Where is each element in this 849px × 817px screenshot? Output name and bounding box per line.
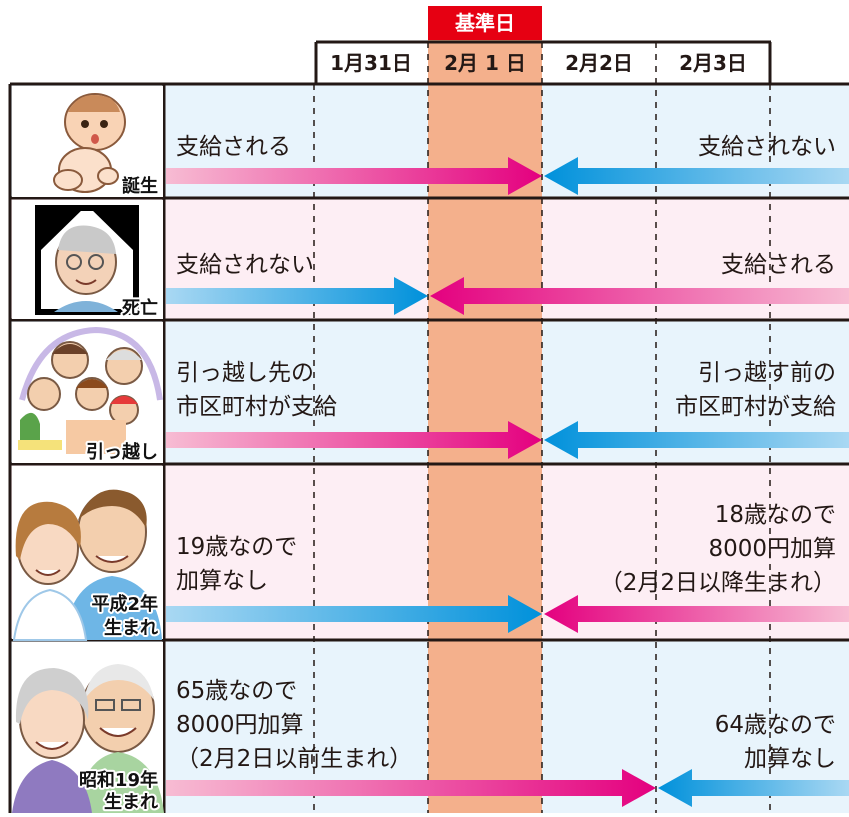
family-icon (18, 326, 163, 454)
row1-left-arrow (544, 157, 849, 195)
row2-left-text: 支給されない (176, 252, 314, 278)
young-couple-icon (12, 489, 162, 641)
row4-left-text-line2: 加算なし (176, 568, 268, 594)
date-label-jan31: 1月31日 (330, 51, 412, 75)
row2-left-arrow (430, 277, 849, 315)
row3-right-text-line1: 引っ越す前の (698, 360, 836, 386)
header-cell (314, 42, 428, 84)
row1-right-arrow (166, 157, 542, 195)
base-day-label: 基準日 (455, 11, 515, 35)
table-grid (8, 82, 849, 813)
deceased-portrait-icon (35, 205, 139, 315)
row5-right-arrow (166, 769, 656, 807)
row1-right-text: 支給されない (698, 134, 836, 160)
row5-left-text-line2: 8000円加算 (176, 712, 304, 738)
row5-left-text-line3: （2月2日以前生まれ） (176, 746, 412, 772)
row3-right-text-line2: 市区町村が支給 (675, 394, 836, 420)
date-label-feb2: 2月2日 (565, 51, 633, 75)
row-label-birth: 誕生 (122, 175, 158, 197)
row-label-showa19-line1: 昭和19年 (79, 769, 158, 791)
row5-right-text-line1: 64歳なので (715, 712, 836, 738)
row4-right-text-line3: （2月2日以降生まれ） (600, 570, 836, 596)
row4-right-text-line1: 18歳なので (715, 502, 836, 528)
row3-right-arrow (166, 421, 542, 459)
row4-left-text-line1: 19歳なので (176, 534, 297, 560)
row5-right-text-line2: 加算なし (744, 746, 836, 772)
row-label-moving: 引っ越し (86, 441, 158, 463)
base-day-box (428, 6, 542, 40)
row5-left-text-line1: 65歳なので (176, 678, 297, 704)
row3-left-text-line1: 引っ越し先の (176, 360, 314, 386)
date-label-feb3: 2月3日 (679, 51, 747, 75)
base-day-column (428, 40, 542, 813)
row-label-death: 死亡 (122, 297, 158, 319)
row-label-heisei2-line1: 平成2年 (91, 593, 158, 615)
row4-left-arrow (544, 595, 849, 633)
dashed-gridlines (313, 42, 771, 813)
row3-left-arrow (544, 421, 849, 459)
row4-right-arrow (166, 595, 542, 633)
row5-left-arrow (658, 769, 849, 807)
row2-right-arrow (166, 277, 428, 315)
row3-left-text-line2: 市区町村が支給 (176, 394, 337, 420)
baby-icon (53, 93, 126, 193)
row-label-showa19-line2: 生まれ (104, 791, 158, 813)
row4-right-text-line2: 8000円加算 (708, 536, 836, 562)
row-label-heisei2-line2: 生まれ (104, 617, 158, 639)
row2-right-text: 支給される (721, 252, 836, 278)
elderly-couple-icon (12, 664, 164, 813)
date-label-feb1: 2月 1 日 (444, 51, 526, 75)
row1-left-text: 支給される (176, 134, 291, 160)
header-cell (542, 42, 770, 84)
